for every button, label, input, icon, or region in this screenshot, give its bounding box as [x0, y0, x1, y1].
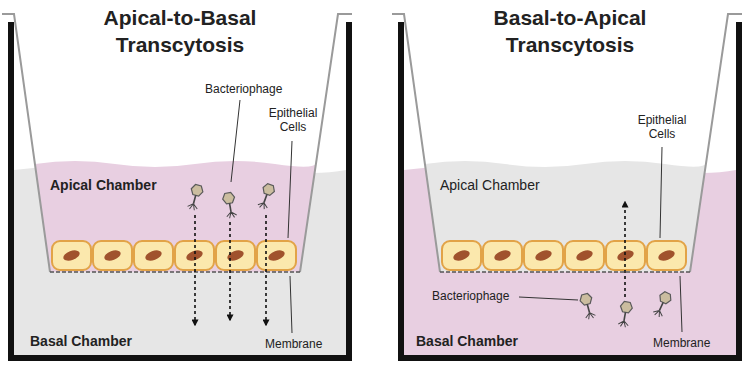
panel-title: Basal-to-Apical Transcytosis	[460, 4, 680, 59]
bacteriophage-icon	[651, 291, 673, 319]
membrane-line	[440, 271, 690, 273]
chamber-region: Apical Chamber	[425, 163, 706, 272]
transcytosis-arrow	[229, 222, 231, 320]
transcytosis-arrow	[265, 215, 267, 325]
bacteriophage-icon	[579, 293, 597, 320]
chamber-name: Apical Chamber	[50, 177, 157, 193]
chamber-name: Basal Chamber	[30, 333, 132, 349]
bacteriophage-icon	[256, 183, 276, 211]
chamber-region: Apical Chamber	[35, 163, 316, 272]
callout-label: Membrane	[265, 337, 322, 351]
apical-medium	[35, 161, 316, 272]
epithelial-cells	[52, 241, 296, 270]
leader-line	[290, 276, 292, 333]
leader-line	[519, 297, 578, 300]
leader-line	[680, 276, 682, 332]
callout-label: Membrane	[653, 336, 710, 350]
epithelial-cells	[442, 241, 686, 270]
callout-label: Epithelial Cells	[259, 106, 327, 135]
leader-line	[660, 147, 662, 238]
callout-label: Bacteriophage	[432, 289, 509, 303]
bacteriophage-icon	[186, 184, 204, 211]
apical-medium	[425, 161, 706, 272]
bacteriophage-icon	[222, 192, 238, 219]
well-wall	[11, 22, 349, 358]
leader-line	[288, 141, 292, 238]
chamber-region: Basal Chamber Apical Chamber	[404, 163, 736, 356]
chamber-region: Basal Chamber Apical Chamber	[14, 163, 346, 356]
chamber-name: Apical Chamber	[440, 177, 540, 193]
transcytosis-arrow	[624, 202, 626, 297]
leader-line	[231, 100, 240, 182]
panel-title: Apical-to-Basal Transcytosis	[70, 4, 290, 59]
bacteriophage-icon	[617, 301, 633, 328]
chamber-name: Basal Chamber	[416, 333, 518, 349]
callout-label: Bacteriophage	[205, 82, 282, 96]
transcytosis-arrow	[194, 215, 196, 325]
well-wall	[401, 22, 739, 358]
membrane-line	[50, 271, 300, 273]
callout-label: Epithelial Cells	[628, 113, 696, 142]
